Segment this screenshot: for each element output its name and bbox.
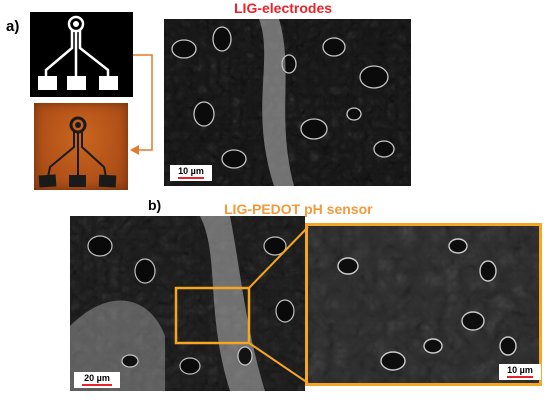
scale-bar-b-line	[82, 384, 112, 386]
sem-image-lig-electrodes	[164, 19, 411, 186]
arrow-head-icon	[130, 145, 139, 155]
sem-image-lig-pedot	[70, 216, 305, 391]
panel-a-label: a)	[6, 18, 20, 35]
lig-electrode-pattern	[38, 116, 117, 188]
sem-texture-b	[70, 216, 305, 391]
scale-bar-a-label: 10 µm	[178, 166, 204, 176]
scale-bar-zoom-line	[507, 376, 533, 378]
scale-bar-zoom-label: 10 µm	[507, 365, 533, 375]
scale-bar-a-line	[178, 177, 204, 179]
panel-a-title: LIG-electrodes	[234, 0, 333, 16]
scale-bar-a: 10 µm	[170, 165, 212, 181]
electrode-mask-image	[30, 12, 133, 97]
electrode-mask-drawing	[38, 15, 118, 90]
lig-electrode-photo	[34, 103, 128, 190]
scale-bar-zoom: 10 µm	[499, 364, 541, 380]
sem-texture-zoom	[308, 226, 539, 383]
sem-texture-a	[164, 19, 411, 186]
panel-b-label: b)	[148, 197, 162, 213]
panel-b-title: LIG-PEDOT pH sensor	[224, 201, 373, 217]
scale-bar-b: 20 µm	[74, 372, 120, 388]
process-arrow	[133, 54, 153, 151]
sem-zoom-image	[305, 223, 542, 386]
scale-bar-b-label: 20 µm	[84, 373, 110, 383]
